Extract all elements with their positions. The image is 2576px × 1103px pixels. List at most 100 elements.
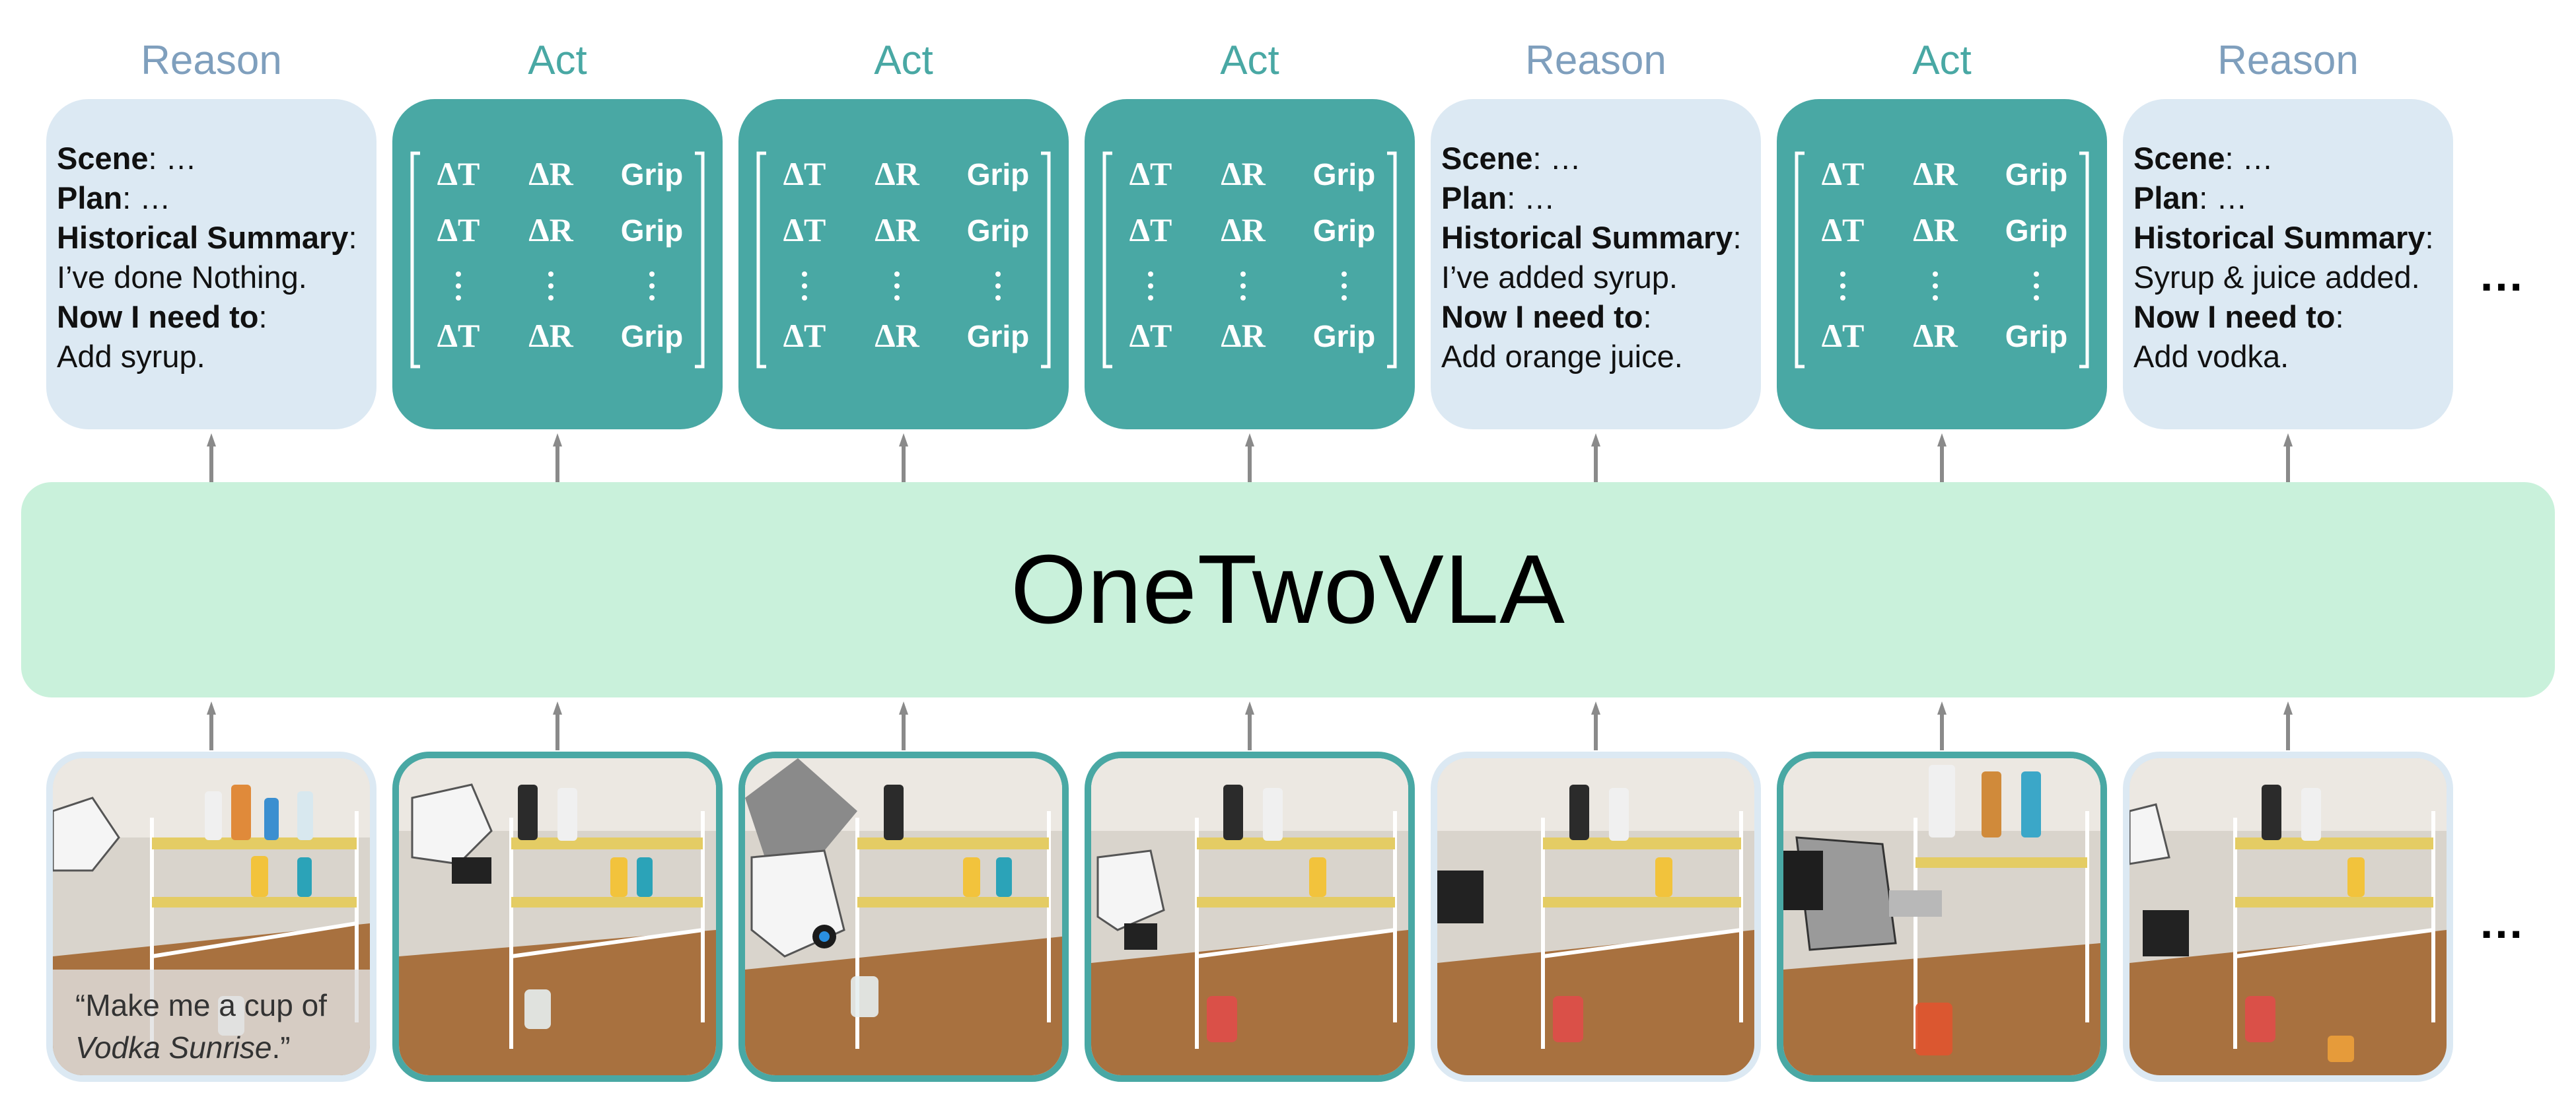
scene-value: …: [165, 141, 197, 176]
action-box: ΔT ΔR ΔT ΔR ΔT ΔR Grip Grip Grip: [392, 99, 723, 429]
vertical-ellipsis: [1148, 271, 1347, 301]
mode-label-reason: Reason: [141, 38, 282, 83]
instruction-drink: Vodka Sunrise: [75, 1030, 272, 1065]
delta-r-token: ΔR: [1221, 155, 1266, 192]
arrow-up-icon: [1937, 701, 1947, 750]
observation-image-5: [1431, 752, 1761, 1082]
arrow-up-icon: [207, 433, 216, 482]
vertical-ellipsis: [1840, 271, 2039, 301]
arrow-up-icon: [553, 433, 562, 482]
history-text: I’ve done Nothing.: [57, 260, 307, 295]
instruction-caption: “Make me a cup of Vodka Sunrise.”: [53, 970, 370, 1075]
mode-label-act: Act: [874, 38, 933, 83]
vertical-ellipsis: [802, 271, 1001, 301]
next-step-text: Add syrup.: [57, 339, 205, 374]
history-text: I’ve added syrup.: [1441, 260, 1678, 295]
grip-token: Grip: [2005, 157, 2068, 192]
grip-token: Grip: [621, 157, 684, 192]
arrow-up-icon: [1245, 701, 1254, 750]
grip-token: Grip: [621, 213, 684, 248]
delta-r-token: ΔR: [1913, 155, 1958, 192]
observation-image-2: [392, 752, 723, 1082]
plan-value: …: [139, 180, 171, 215]
delta-r-token: ΔR: [528, 211, 573, 248]
delta-r-token: ΔR: [875, 317, 919, 354]
delta-t-token: ΔT: [1822, 155, 1865, 192]
delta-t-token: ΔT: [783, 317, 826, 354]
delta-t-token: ΔT: [1129, 211, 1172, 248]
history-line: Historical Summary:: [2133, 220, 2434, 255]
next-step-text: Add vodka.: [2133, 339, 2289, 374]
delta-t-token: ΔT: [1129, 155, 1172, 192]
action-box: ΔT ΔR ΔT ΔR ΔT ΔR Grip Grip Grip: [1777, 99, 2107, 429]
reason-box: Scene: … Plan: … Historical Summary: I’v…: [1431, 99, 1761, 429]
delta-r-token: ΔR: [1913, 211, 1958, 248]
scene-line: Scene: …: [1441, 141, 1581, 176]
mode-label-act: Act: [1912, 38, 1972, 83]
scene-value: …: [1550, 141, 1581, 176]
grip-token: Grip: [2005, 213, 2068, 248]
history-label: Historical Summary: [1441, 220, 1733, 255]
plan-label: Plan: [1441, 180, 1507, 215]
action-matrix: ΔT ΔR ΔT ΔR ΔT ΔR Grip Grip Grip: [410, 151, 705, 369]
arrow-up-icon: [1937, 433, 1947, 482]
scene-label: Scene: [1441, 141, 1533, 176]
action-matrix: ΔT ΔR ΔT ΔR ΔT ΔR Grip Grip Grip: [1795, 151, 2089, 369]
plan-line: Plan: …: [57, 180, 171, 215]
model-title: OneTwoVLA: [1011, 535, 1565, 644]
arrow-up-icon: [2283, 433, 2293, 482]
instruction-prefix: “Make me a cup of: [75, 988, 327, 1022]
history-label: Historical Summary: [2133, 220, 2425, 255]
scene-label: Scene: [2133, 141, 2225, 176]
history-line: Historical Summary:: [1441, 220, 1742, 255]
scene-line: Scene: …: [2133, 141, 2273, 176]
delta-t-token: ΔT: [783, 211, 826, 248]
kitchen-scene-illustration: [2129, 758, 2447, 1075]
plan-value: …: [1524, 180, 1556, 215]
delta-t-token: ΔT: [1129, 317, 1172, 354]
now-line: Now I need to:: [1441, 299, 1652, 334]
delta-t-token: ΔT: [1822, 317, 1865, 354]
action-matrix: ΔT ΔR ΔT ΔR ΔT ΔR Grip Grip Grip: [756, 151, 1051, 369]
continuation-ellipsis-top: …: [2478, 249, 2528, 301]
grip-token: Grip: [1313, 157, 1376, 192]
delta-r-token: ΔR: [875, 155, 919, 192]
instruction-suffix: .”: [271, 1030, 291, 1065]
arrow-up-icon: [1591, 701, 1600, 750]
delta-t-token: ΔT: [437, 155, 480, 192]
plan-value: …: [2216, 180, 2248, 215]
arrow-up-icon: [207, 701, 216, 750]
grip-token: Grip: [967, 213, 1030, 248]
mode-label-act: Act: [528, 38, 587, 83]
plan-line: Plan: …: [2133, 180, 2248, 215]
now-line: Now I need to:: [2133, 299, 2344, 334]
kitchen-scene-illustration: [399, 758, 716, 1075]
arrow-up-icon: [899, 433, 908, 482]
now-line: Now I need to:: [57, 299, 268, 334]
delta-r-token: ΔR: [1221, 317, 1266, 354]
delta-t-token: ΔT: [437, 211, 480, 248]
action-matrix: ΔT ΔR ΔT ΔR ΔT ΔR Grip Grip Grip: [1102, 151, 1397, 369]
plan-line: Plan: …: [1441, 180, 1556, 215]
continuation-ellipsis-bottom: …: [2478, 896, 2528, 948]
arrow-up-icon: [1245, 433, 1254, 482]
plan-label: Plan: [2133, 180, 2200, 215]
kitchen-scene-illustration: [745, 758, 1062, 1075]
plan-label: Plan: [57, 180, 123, 215]
reason-box: Scene: … Plan: … Historical Summary: Syr…: [2123, 99, 2453, 429]
arrow-up-icon: [1591, 433, 1600, 482]
delta-t-token: ΔT: [1822, 211, 1865, 248]
delta-r-token: ΔR: [528, 317, 573, 354]
kitchen-scene-illustration: [1091, 758, 1408, 1075]
grip-token: Grip: [967, 319, 1030, 353]
history-line: Historical Summary:: [57, 220, 357, 255]
observation-image-4: [1085, 752, 1415, 1082]
action-box: ΔT ΔR ΔT ΔR ΔT ΔR Grip Grip Grip: [738, 99, 1069, 429]
mode-label-reason: Reason: [1525, 38, 1666, 83]
vertical-ellipsis: [456, 271, 655, 301]
mode-label-act: Act: [1220, 38, 1279, 83]
delta-t-token: ΔT: [783, 155, 826, 192]
observation-image-1: “Make me a cup of Vodka Sunrise.”: [46, 752, 376, 1082]
now-label: Now I need to: [2133, 299, 2336, 334]
model-block: OneTwoVLA: [21, 482, 2555, 697]
